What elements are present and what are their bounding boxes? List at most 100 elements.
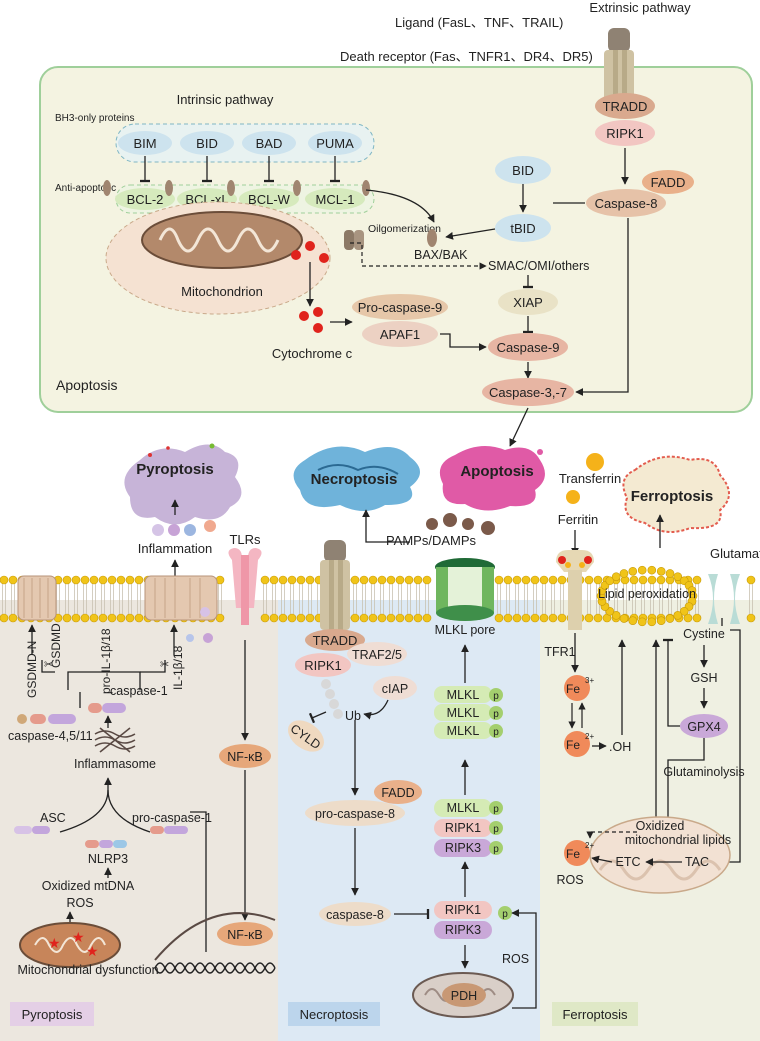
- nfkb-node-1: [219, 744, 271, 768]
- etc-label: ETC: [616, 855, 641, 869]
- ferroptosis-panel-label: Ferroptosis: [562, 1007, 628, 1022]
- scissors-icon-2: ✂: [160, 659, 169, 671]
- casp37-label: Caspase-3,-7: [489, 385, 567, 400]
- phospho-icon: [489, 801, 503, 815]
- phospho-icon: [489, 821, 503, 835]
- tfr1-receptor: [556, 550, 594, 630]
- necro-ripk1-node: [295, 653, 351, 677]
- ciap-label: cIAP: [382, 682, 408, 696]
- pyroptosis-panel-bg: [0, 600, 278, 1041]
- phospho-icon: [489, 706, 503, 720]
- procasp1-icon: [150, 826, 188, 834]
- tbid-label: tBID: [510, 221, 535, 236]
- ferritin-icon: [566, 490, 580, 504]
- procasp8-label: pro-caspase-8: [315, 807, 395, 821]
- phospho-icon: [489, 841, 503, 855]
- bax-bak-icon: [103, 180, 111, 196]
- mlklpore-label: MLKL pore: [435, 623, 496, 637]
- fe2-sup: 2+: [585, 732, 594, 741]
- fe2-label: Fe: [566, 738, 580, 752]
- gpx4-label: GPX4: [687, 720, 720, 734]
- tac-label: TAC: [685, 855, 709, 869]
- bh3-label-puma: PUMA: [316, 136, 354, 151]
- phospho-label: p: [493, 727, 499, 738]
- nucleus-dna-icon: [154, 912, 276, 974]
- ubiquitin-chain-icon: [321, 679, 343, 719]
- caspase8-label: Caspase-8: [595, 196, 658, 211]
- mlkl-node-2-label: MLKL: [447, 801, 480, 815]
- gpx4-node: [680, 714, 728, 738]
- anti-node-mcl-1: [305, 188, 365, 210]
- glutamate-label: Glutamate: [710, 546, 760, 561]
- oxmito-label-2: mitochondrial lipids: [625, 833, 731, 847]
- nfkb-label-1: NF-κB: [227, 750, 262, 764]
- phospho-label: p: [493, 844, 499, 855]
- bh3-node-puma: [308, 131, 362, 155]
- tlr-receptor: [228, 548, 262, 625]
- oh-label: .OH: [609, 740, 631, 754]
- anti-node-bcl-2: [115, 188, 175, 210]
- ripk1-label: RIPK1: [606, 126, 644, 141]
- fe2-mito-label: Fe: [566, 847, 580, 861]
- xiap-label: XIAP: [513, 295, 543, 310]
- pyro-ros-label: ROS: [66, 896, 93, 910]
- ripk3-node-2: [434, 839, 492, 857]
- mlkl-label: MLKL: [447, 706, 480, 720]
- casp4511-label: caspase-4,5/11: [8, 729, 93, 743]
- gasdermin-pore-left: [17, 575, 57, 621]
- mlkl-pore-icon: [435, 558, 495, 621]
- ferroptosis-outcome: Ferroptosis: [631, 488, 714, 505]
- pyroptosis-blob: [124, 443, 242, 525]
- intrinsic-title: Intrinsic pathway: [177, 92, 274, 107]
- apoptosis-box-label: Apoptosis: [56, 377, 117, 393]
- pamps-label: PAMPs/DAMPs: [386, 533, 477, 548]
- fadd-label: FADD: [651, 175, 686, 190]
- necro-ros-label: ROS: [502, 952, 529, 966]
- transferrin-icon: [586, 453, 604, 471]
- necroptosis-panel-label: Necroptosis: [300, 1007, 369, 1022]
- svg-text:★: ★: [48, 935, 61, 951]
- lipid-perox-label: Lipid peroxidation: [598, 587, 696, 601]
- necro-ripk1-label: RIPK1: [304, 658, 342, 673]
- inflammasome-icon: [94, 727, 136, 753]
- ub-label: Ub: [345, 709, 361, 723]
- bh3-node-bid: [180, 131, 234, 155]
- pdh-mitochondrion-icon: [412, 972, 514, 1018]
- caspase4511-icon: [17, 714, 76, 724]
- traf-node: [347, 642, 407, 666]
- procasp8-node: [305, 800, 405, 826]
- mlkl-label: MLKL: [447, 724, 480, 738]
- necroptosis-blob: [293, 446, 420, 511]
- casp1-label: caspase-1: [110, 684, 168, 698]
- phospho-label: p: [493, 709, 499, 720]
- casp37-node: [482, 378, 574, 406]
- ferro-mitochondrion-icon: [589, 816, 731, 894]
- oxmtdna-label: Oxidized mtDNA: [42, 879, 135, 893]
- ripk3-node-3-label: RIPK3: [445, 923, 481, 937]
- apoptosis-blob: [439, 446, 545, 511]
- inflammasome-label: Inflammasome: [74, 757, 156, 771]
- ripk1-node-2: [434, 819, 492, 837]
- bax-bak-icon: [362, 180, 370, 196]
- pdh-label: PDH: [451, 989, 477, 1003]
- bax-bak-icon: [165, 180, 173, 196]
- dysfunctional-mitochondrion-icon: ★★★: [19, 922, 121, 968]
- fe3-icon: [564, 675, 590, 701]
- nfkb-node-2: [217, 922, 273, 946]
- bh3-label-bid: BID: [196, 136, 218, 151]
- mitochondrion-icon: [141, 211, 303, 269]
- inflammation-label: Inflammation: [138, 541, 212, 556]
- svg-text:★: ★: [86, 943, 99, 959]
- procasp9-label: Pro-caspase-9: [358, 300, 443, 315]
- pyroptosis-panel-tag: [10, 1002, 94, 1026]
- oxmito-label-1: Oxidized: [636, 819, 685, 833]
- bh3-node-bim: [118, 131, 172, 155]
- bid-label: BID: [512, 163, 534, 178]
- oligo-label: Oilgomerization: [368, 223, 441, 235]
- apaf1-node: [362, 321, 438, 347]
- fe2-mito-sup: 2+: [585, 841, 594, 850]
- necro-tradd-label: TRADD: [313, 633, 358, 648]
- casp9-label: Caspase-9: [497, 340, 560, 355]
